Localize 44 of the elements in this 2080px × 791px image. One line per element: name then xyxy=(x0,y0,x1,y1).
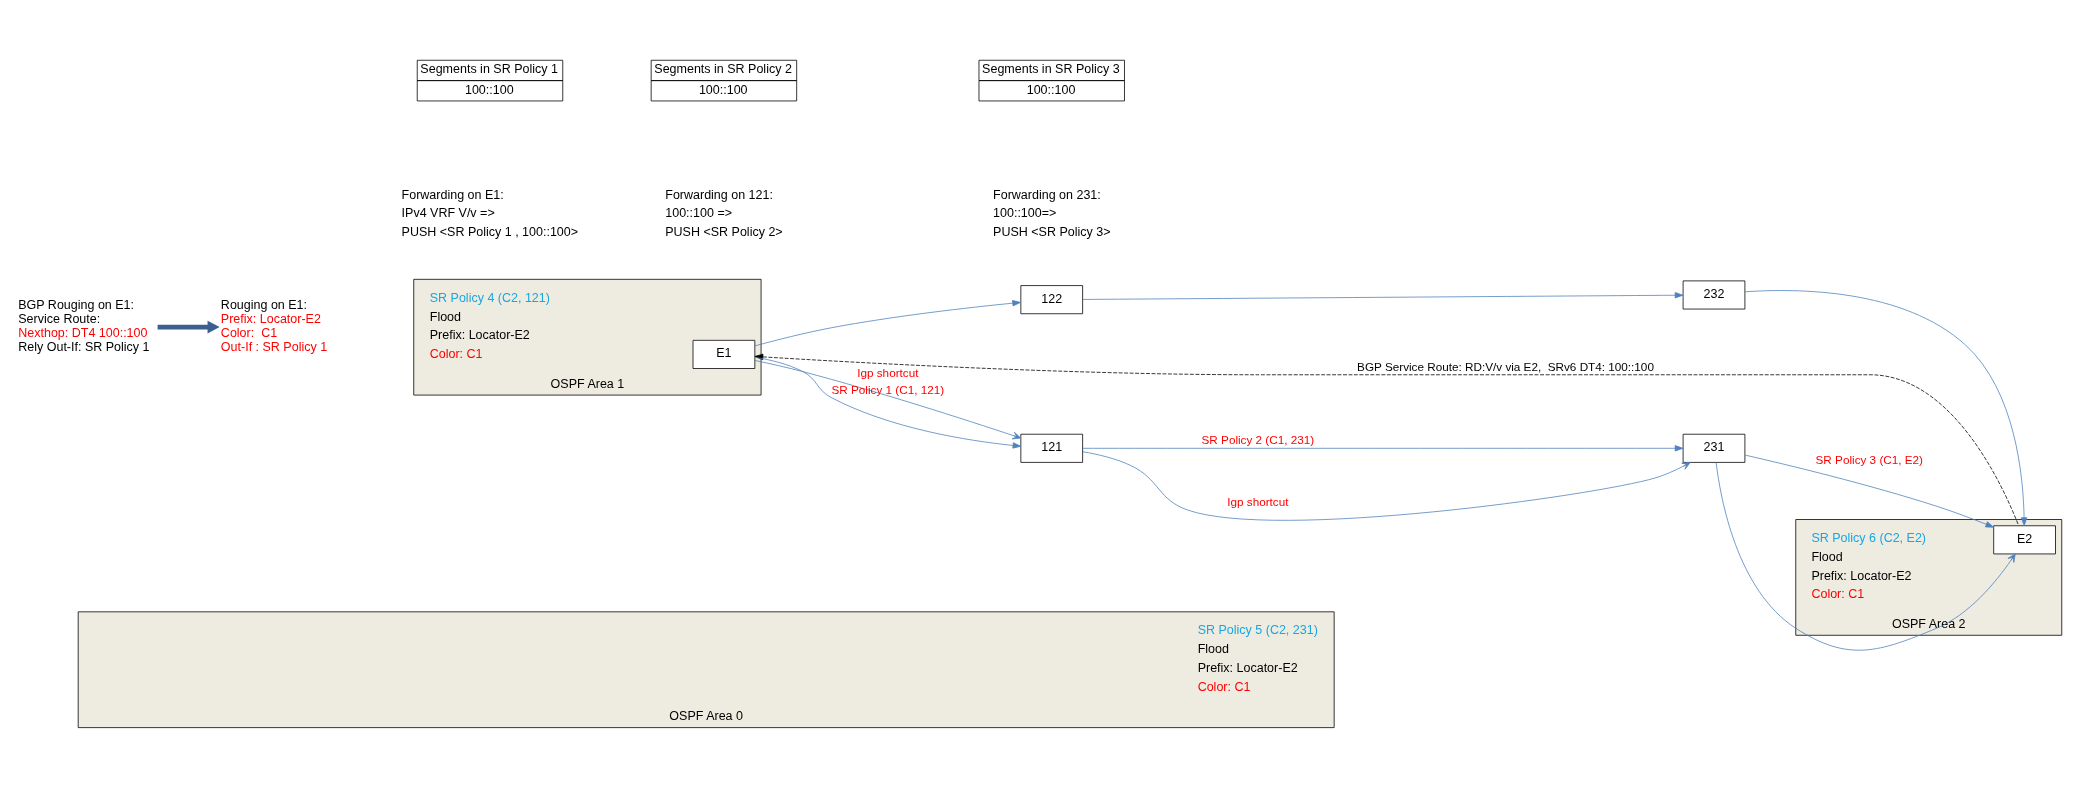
label: Forwarding on E1: xyxy=(401,187,504,202)
arrow xyxy=(1744,290,2028,526)
label: SR Policy 5 (C2, 231) xyxy=(1197,623,1318,638)
node-text: BGP Rouging on E1: Service Route: Nexthop: DT4 100::100 Rely Out-If: SR Policy 1 xyxy=(18,297,150,355)
label: Color: C1 xyxy=(1811,587,1865,602)
edge-label: SR Policy 1 (C1, 121) xyxy=(831,382,945,396)
label: Flood xyxy=(429,309,462,324)
label: SR Policy 6 (C2, E2) xyxy=(1811,531,1927,546)
label: Color: C1 xyxy=(429,347,483,362)
node-text: Rouging on E1: Prefix: Locator-E2 Color: C1 Out-If : SR Policy 1 xyxy=(220,297,328,355)
arrow xyxy=(1082,445,1684,452)
label: Forwarding on 121: xyxy=(665,187,773,202)
node-box: 231 xyxy=(1682,433,1746,463)
label: SR Policy 4 (C2, 121) xyxy=(429,290,550,305)
label: Prefix: Locator-E2 xyxy=(1811,568,1912,583)
arrow xyxy=(1082,451,1691,521)
edge-label: SR Policy 2 (C1, 231) xyxy=(1201,433,1315,447)
arrow xyxy=(754,300,1021,347)
label: Prefix: Locator-E2 xyxy=(429,328,530,343)
edge-label: Igp shortcut xyxy=(1227,495,1289,509)
edge-label: Igp shortcut xyxy=(857,366,919,380)
arrow xyxy=(1082,292,1684,300)
label: Forwarding on 231: xyxy=(993,187,1101,202)
arrow xyxy=(1744,454,1995,528)
label: PUSH <SR Policy 2> xyxy=(665,225,783,240)
node-box: 121 xyxy=(1020,433,1084,463)
node-box: 232 xyxy=(1682,280,1746,310)
label: PUSH <SR Policy 3> xyxy=(993,225,1111,240)
arrow xyxy=(1715,462,2016,651)
arrow xyxy=(157,320,220,334)
label: Prefix: Locator-E2 xyxy=(1197,660,1298,675)
label: Flood xyxy=(1811,549,1843,564)
label: 100::100 => xyxy=(665,206,732,221)
label: 100::100=> xyxy=(993,206,1057,221)
node-box: 122 xyxy=(1020,285,1084,315)
node-box: E2 xyxy=(1993,525,2056,555)
label: PUSH <SR Policy 1 , 100::100> xyxy=(401,225,579,240)
node-box: E1 xyxy=(692,339,756,369)
arrow xyxy=(754,353,2019,526)
label: IPv4 VRF V/v => xyxy=(401,206,495,221)
label: Flood xyxy=(1197,642,1229,657)
edge-label: BGP Service Route: RD:V/v via E2, SRv6 DT4: 100::100 xyxy=(1357,359,1654,373)
edge-label: SR Policy 3 (C1, E2) xyxy=(1815,452,1924,466)
label: Color: C1 xyxy=(1197,679,1251,694)
